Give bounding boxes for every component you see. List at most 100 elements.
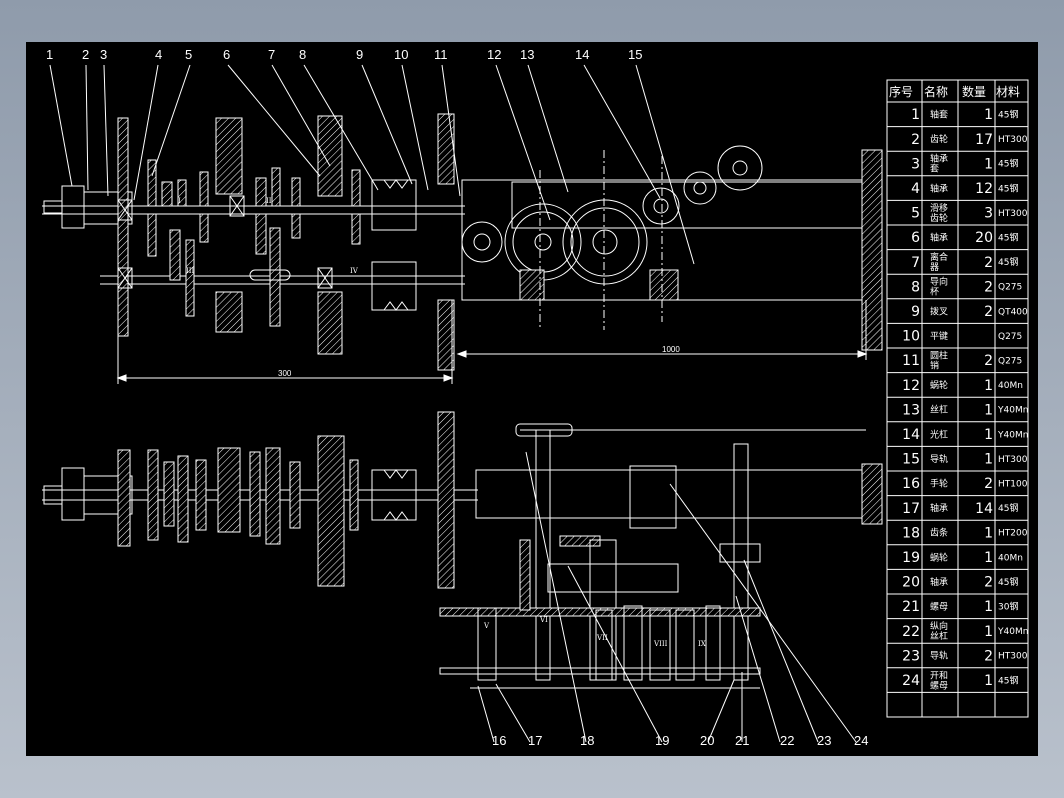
balloon-8: 8 bbox=[299, 47, 306, 62]
bom-header: 材料 bbox=[996, 85, 1020, 99]
shaft-mark-ii: II bbox=[266, 197, 272, 205]
balloon-4: 4 bbox=[155, 47, 162, 62]
bom-quantity: 1 bbox=[984, 599, 993, 615]
balloon-22: 22 bbox=[780, 733, 794, 748]
bom-material: Y40Mn bbox=[997, 406, 1028, 416]
bom-number: 4 bbox=[911, 181, 920, 197]
bom-number: 21 bbox=[902, 599, 920, 615]
bom-part-name: 蜗轮 bbox=[930, 551, 948, 563]
balloon-15: 15 bbox=[628, 47, 642, 62]
bom-part-name: 销 bbox=[930, 359, 939, 371]
bom-number: 11 bbox=[902, 353, 920, 369]
bom-quantity: 14 bbox=[975, 501, 993, 517]
bom-number: 13 bbox=[902, 402, 920, 418]
bom-material: 45钢 bbox=[998, 502, 1018, 514]
bom-header: 数量 bbox=[962, 84, 986, 99]
balloon-14: 14 bbox=[575, 47, 589, 62]
bom-part-name: 器 bbox=[930, 262, 939, 273]
balloon-17: 17 bbox=[528, 733, 542, 748]
bom-material: 40Mn bbox=[998, 553, 1023, 563]
bom-material: 45钢 bbox=[998, 674, 1018, 686]
shaft-mark-vii: VII bbox=[596, 634, 608, 642]
balloon-5: 5 bbox=[185, 47, 192, 62]
bom-quantity: 1 bbox=[984, 673, 993, 689]
bom-part-name: 套 bbox=[930, 163, 939, 175]
bom-number: 10 bbox=[902, 329, 920, 345]
bom-part-name: 齿轮 bbox=[930, 133, 948, 145]
bom-part-name: 导向 bbox=[930, 276, 948, 288]
bom-part-name: 平键 bbox=[930, 330, 948, 342]
dimension-left: 300 bbox=[278, 369, 292, 378]
bom-header: 名称 bbox=[924, 84, 948, 99]
bom-part-name: 螺母 bbox=[930, 680, 948, 691]
bom-material: HT300 bbox=[998, 455, 1028, 465]
bom-number: 24 bbox=[902, 673, 920, 689]
bom-part-name: 丝杠 bbox=[930, 404, 948, 416]
shaft-mark-i: I bbox=[178, 197, 181, 205]
bom-material: HT200 bbox=[998, 529, 1028, 539]
bom-material: 45钢 bbox=[998, 576, 1018, 588]
bom-number: 1 bbox=[911, 107, 920, 123]
balloon-18: 18 bbox=[580, 733, 594, 748]
balloon-7: 7 bbox=[268, 47, 275, 62]
bom-quantity: 1 bbox=[984, 624, 993, 640]
bom-quantity: 1 bbox=[984, 427, 993, 443]
bom-part-name: 丝杠 bbox=[930, 630, 948, 642]
bom-part-name: 轴承 bbox=[930, 182, 948, 194]
bom-number: 5 bbox=[911, 206, 920, 222]
bom-part-name: 螺母 bbox=[930, 601, 948, 612]
bom-number: 6 bbox=[911, 230, 920, 246]
balloon-6: 6 bbox=[223, 47, 230, 62]
upper-gearbox-view bbox=[42, 113, 883, 384]
bom-header: 序号 bbox=[889, 84, 913, 99]
bom-number: 8 bbox=[911, 279, 920, 295]
bom-quantity: 1 bbox=[984, 452, 993, 468]
bom-part-name: 齿条 bbox=[930, 527, 948, 539]
bom-number: 2 bbox=[911, 132, 920, 148]
dimension-right: 1000 bbox=[662, 345, 680, 354]
shaft-mark-vi: VI bbox=[539, 616, 548, 624]
bom-number: 17 bbox=[902, 501, 920, 517]
bom-part-name: 滑移 bbox=[930, 202, 948, 214]
balloon-23: 23 bbox=[817, 733, 831, 748]
lower-apron-view bbox=[42, 411, 883, 689]
balloon-3: 3 bbox=[100, 47, 107, 62]
bom-part-name: 圆柱 bbox=[930, 349, 948, 361]
bom-quantity: 2 bbox=[984, 575, 993, 591]
bom-part-name: 导轨 bbox=[930, 453, 948, 465]
bom-number: 15 bbox=[902, 452, 920, 468]
bom-part-name: 纵向 bbox=[930, 620, 948, 632]
balloon-13: 13 bbox=[520, 47, 534, 62]
bom-part-name: 杯 bbox=[930, 286, 939, 298]
bom-quantity: 12 bbox=[975, 181, 993, 197]
bom-quantity: 1 bbox=[984, 378, 993, 394]
bom-part-name: 光杠 bbox=[930, 428, 948, 440]
balloon-1: 1 bbox=[46, 47, 53, 62]
bom-part-name: 轴套 bbox=[930, 108, 948, 120]
balloon-11: 11 bbox=[434, 47, 448, 62]
bom-number: 7 bbox=[911, 255, 920, 271]
bom-part-name: 离合 bbox=[930, 251, 948, 263]
bom-number: 3 bbox=[911, 156, 920, 172]
bom-part-name: 轴承 bbox=[930, 153, 948, 165]
bom-quantity: 2 bbox=[984, 255, 993, 271]
bom-material: Q275 bbox=[998, 356, 1022, 366]
balloon-20: 20 bbox=[700, 733, 714, 748]
leader-lines bbox=[49, 64, 857, 743]
bom-quantity: 2 bbox=[984, 353, 993, 369]
bom-material: 30钢 bbox=[998, 600, 1018, 612]
bom-quantity: 1 bbox=[984, 402, 993, 418]
bom-number: 14 bbox=[902, 427, 920, 443]
bom-material: 45钢 bbox=[998, 158, 1018, 170]
bom-material: Y40Mn bbox=[997, 627, 1028, 637]
bom-number: 9 bbox=[911, 304, 920, 320]
bom-material: Q275 bbox=[998, 332, 1022, 342]
bom-number: 16 bbox=[902, 476, 920, 492]
bom-number: 22 bbox=[902, 624, 920, 640]
bom-material: 45钢 bbox=[998, 108, 1018, 120]
bom-quantity: 17 bbox=[975, 132, 993, 148]
bom-material: HT300 bbox=[998, 135, 1028, 145]
bom-quantity: 1 bbox=[984, 156, 993, 172]
bom-quantity: 1 bbox=[984, 550, 993, 566]
